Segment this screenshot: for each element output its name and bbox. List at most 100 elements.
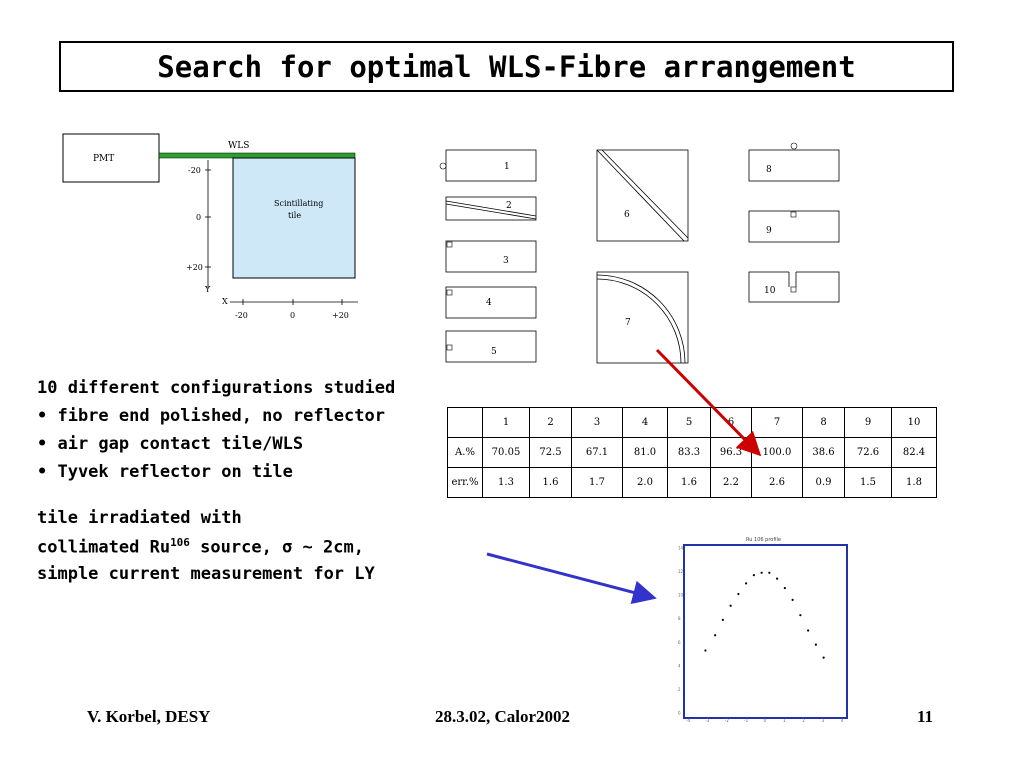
config-1 [445,149,537,182]
y-tick-label: 14 [678,546,684,551]
pmt-box [62,133,160,183]
table-cell: 4 [622,407,668,438]
table-cell: A.% [447,437,483,468]
data-point [721,618,724,621]
y-tick-label: 2 [678,687,681,692]
fibre-line [596,149,685,242]
table-cell: 72.5 [529,437,572,468]
y-tick-label: -20 [188,166,201,175]
table-cell: 38.6 [802,437,845,468]
data-point [783,586,786,590]
x-tick-label: 4 [841,718,844,723]
config-label: 2 [506,201,512,211]
table-cell: 1.6 [667,467,711,498]
table-cell: 72.6 [844,437,892,468]
data-point [714,634,717,637]
blue-arrow [486,552,657,605]
fibre-end-marker [790,142,798,150]
fibre-line [601,149,689,239]
y-tick-label: 0 [678,711,681,716]
tile-label-2: tile [288,211,301,220]
table-row: A.% 70.05 72.5 67.1 81.0 83.3 96.3 100.0… [447,437,937,468]
chart-points [704,571,825,659]
data-point [822,656,825,659]
table-row: err.% 1.3 1.6 1.7 2.0 1.6 2.2 2.6 0.9 1.… [447,467,937,498]
table-cell: 1 [482,407,530,438]
x-tick-label: -2 [725,718,729,723]
text-line: collimated Ru106 source, σ ~ 2cm, [37,530,395,561]
slot-gap [789,268,796,288]
x-tick-label: -1 [744,718,748,723]
y-tick-label: 8 [678,616,681,621]
x-tick-label: 1 [783,718,786,723]
fibre-end-marker [446,344,453,351]
table-cell: 83.3 [667,437,711,468]
config-4 [445,286,537,319]
x-axis-label: X [222,297,228,306]
table-cell: 70.05 [482,437,530,468]
data-point [752,574,755,577]
config-label: 10 [764,286,776,296]
config-label: 4 [486,298,492,308]
config-label: 3 [503,256,509,266]
table-cell: 1.6 [529,467,572,498]
pmt-label: PMT [93,154,114,164]
fibre-end-marker [790,211,797,218]
title-box: Search for optimal WLS-Fibre arrangement [59,41,954,92]
wls-fibre [158,152,356,159]
wls-label: WLS [228,141,249,151]
fibre-arc [596,274,686,364]
y-tick-label: 10 [678,593,684,598]
data-point [760,571,763,574]
config-7 [596,271,689,364]
table-cell: 2.6 [751,467,803,498]
config-label: 8 [766,165,772,175]
x-tick-label: -3 [705,718,709,723]
results-table: 1 2 3 4 5 6 7 8 9 10 A.% 70.05 72.5 67.1… [447,407,937,498]
x-tick-label: 0 [290,311,295,320]
x-tick-label: 3 [822,718,825,723]
data-point [799,614,802,617]
table-cell: 1.7 [571,467,623,498]
tile-label-1: Scintillating [274,199,323,208]
x-tick-label: 2 [802,718,805,723]
table-cell: 5 [667,407,711,438]
footer-event: 28.3.02, Calor2002 [435,707,571,726]
table-cell: 82.4 [891,437,937,468]
table-cell: 9 [844,407,892,438]
x-tick-label: -20 [235,311,248,320]
text-line: tile irradiated with [37,508,242,528]
table-cell: 1.8 [891,467,937,498]
data-point [807,629,810,632]
bullet-item: • fibre end polished, no reflector [37,406,385,426]
config-label: 1 [504,162,510,172]
table-cell: 3 [571,407,623,438]
table-cell: 1.3 [482,467,530,498]
chart-title: Ru 106 profile [746,537,781,543]
table-cell: 7 [751,407,803,438]
footer-page-number: 11 [917,707,934,726]
config-5 [445,330,537,363]
y-tick-label: 12 [678,569,684,574]
y-tick-label: +20 [186,263,203,272]
x-tick-label: -4 [686,718,690,723]
config-3 [445,240,537,273]
text-fragment: source, σ ~ 2cm, [189,537,364,558]
config-6 [596,149,689,242]
superscript: 106 [170,536,190,549]
table-cell: err.% [447,467,483,498]
data-point [704,649,707,652]
y-tick-label: 4 [678,663,681,668]
fibre-end-marker [439,162,447,170]
data-point [768,571,771,574]
config-8 [748,149,840,182]
table-cell [447,407,483,438]
text-line: 10 different configurations studied [37,378,396,398]
configurations-diagram: 1 2 3 4 5 6 7 8 9 10 [439,142,840,364]
scintillating-tile [232,157,356,279]
table-cell: 8 [802,407,845,438]
data-point [745,582,748,585]
config-label: 7 [625,318,631,328]
